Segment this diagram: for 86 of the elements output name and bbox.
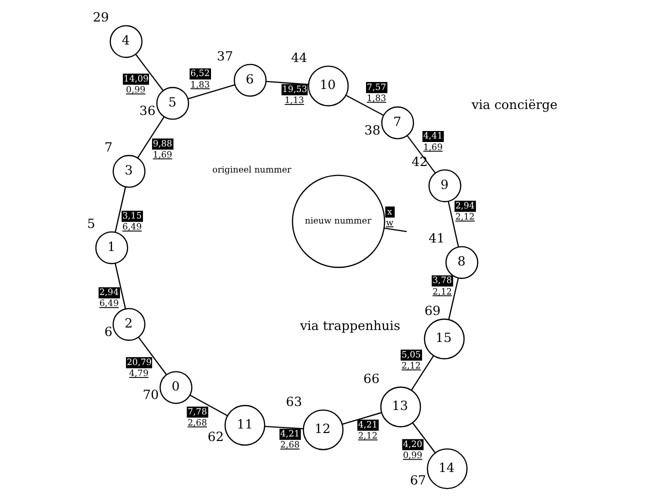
node-label: 70 [142, 387, 158, 402]
node-label: 41 [428, 230, 444, 246]
node-label: 63 [285, 394, 302, 409]
edge-label: 6,52 [190, 69, 210, 80]
connector [342, 412, 382, 425]
node-label: 66 [362, 371, 380, 386]
node-label: 36 [138, 103, 156, 118]
node-circle: 12 [302, 409, 344, 450]
connector [114, 263, 126, 310]
connector [264, 426, 303, 430]
connector [266, 80, 308, 86]
node-label: 42 [411, 154, 428, 169]
edge-label: 2,94 [98, 288, 118, 298]
edge-label: 4,21 [280, 430, 300, 440]
node-circle: 9 [428, 169, 461, 202]
edge-label: 3,15 [122, 212, 142, 222]
node-circle: 13 [380, 386, 421, 428]
node-label: 38 [364, 122, 380, 138]
edge-label: 0,99 [402, 450, 422, 461]
edge-label: 1,13 [284, 96, 304, 106]
connector [410, 355, 434, 390]
edge-label: 14,09 [123, 74, 148, 84]
edge-label: 3,78 [432, 276, 452, 286]
edge-label: 2,12 [432, 287, 452, 298]
node-label: 6 [104, 324, 112, 340]
edge-label: 1,69 [422, 142, 442, 153]
edge-label: 4,20 [402, 440, 422, 450]
edge-label: 2,12 [454, 212, 474, 223]
node-circle: 11 [224, 404, 265, 446]
node-label: 29 [92, 10, 108, 25]
edge-label: 7,78 [187, 407, 207, 418]
edge-label: 2,68 [280, 440, 300, 451]
edge-label: 19,53 [282, 84, 307, 95]
node-label: origineel nummer [212, 166, 291, 176]
node-circle: 3 [112, 154, 145, 188]
connector [345, 94, 384, 116]
edge-label: 2,12 [358, 431, 378, 442]
node-circle: 10 [307, 66, 348, 106]
connector [384, 228, 406, 232]
connector [136, 116, 164, 158]
edge-label: 2,68 [187, 418, 207, 428]
node-circle: 2 [112, 308, 145, 341]
edge-label: 6,49 [98, 299, 118, 310]
node-label: 69 [424, 303, 440, 318]
label: via conciërge [471, 96, 557, 112]
edge-label: 9,88 [152, 139, 172, 150]
edge-label: 0,99 [126, 85, 145, 96]
node-circle: 6 [233, 64, 266, 97]
node-label: 37 [216, 48, 233, 64]
edge-label: 1,69 [152, 150, 172, 160]
node-label: 44 [290, 50, 307, 66]
edge-label: 1,83 [366, 94, 386, 104]
connector [114, 186, 126, 232]
node-circle: 0 [159, 371, 192, 404]
edge-label: x [386, 207, 392, 218]
node-circle: 15 [423, 318, 464, 360]
node-label: 7 [104, 139, 112, 154]
label: via trappenhuis [300, 318, 400, 333]
connector [447, 201, 459, 248]
node-label: 5 [86, 216, 95, 231]
edge-label: 1,83 [190, 80, 210, 90]
node-circle: 14 [426, 448, 468, 490]
edge-label: 4,79 [128, 369, 148, 380]
connector [412, 422, 436, 454]
node-label: 67 [409, 472, 426, 488]
edge-label: 5,05 [400, 350, 420, 360]
edge-label: 2,12 [400, 361, 420, 372]
edge-label: 4,21 [358, 420, 378, 430]
node-circle: 1 [94, 231, 128, 264]
edge-label: 20,79 [126, 358, 152, 368]
node-circle: 7 [380, 106, 414, 140]
node-circle: 5 [156, 86, 189, 120]
connector [406, 135, 436, 174]
node-label: 62 [207, 428, 224, 444]
edge-label: 2,94 [454, 202, 474, 212]
edge-label: w [386, 218, 393, 228]
node-circle: nieuw nummer [291, 174, 385, 268]
connector [134, 54, 164, 91]
edge-label: 7,57 [366, 82, 386, 93]
connector [138, 336, 166, 376]
connector [448, 278, 458, 320]
node-circle: 4 [109, 25, 142, 58]
edge-label: 4,41 [422, 132, 442, 142]
connector [189, 394, 228, 416]
connector [187, 84, 235, 100]
edge-label: 6,49 [122, 222, 142, 233]
